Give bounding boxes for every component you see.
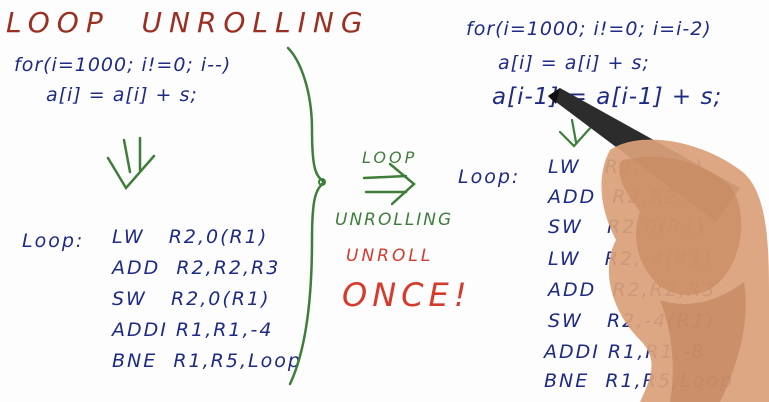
left-body-line: a[i] = a[i] + s; — [46, 84, 198, 106]
middle-once-word: ONCE! — [342, 276, 472, 314]
right-loop-label: Loop: — [458, 166, 521, 188]
middle-unroll-word: UNROLL — [346, 246, 434, 266]
left-asm-line: ADDI R1,R1,-4 — [112, 319, 274, 341]
left-asm-line: BNE R1,R5,Loop — [112, 350, 302, 372]
page-title: LOOP UNROLLING — [6, 6, 370, 39]
small-down-arrow-icon — [558, 118, 594, 148]
right-body-line-2: a[i-1] = a[i-1] + s; — [492, 84, 723, 110]
right-for-line: for(i=1000; i!=0; i=i-2) — [466, 18, 712, 40]
left-asm-line: SW R2,0(R1) — [112, 288, 271, 310]
hand-with-marker-icon — [548, 88, 769, 402]
brace-icon — [286, 46, 326, 386]
down-arrow-icon — [106, 136, 156, 191]
right-body-line-1: a[i] = a[i] + s; — [498, 52, 650, 74]
left-asm-line: ADD R2,R2,R3 — [112, 257, 281, 279]
middle-unrolling-word: UNROLLING — [335, 210, 454, 230]
left-for-line: for(i=1000; i!=0; i--) — [14, 54, 232, 76]
left-loop-label: Loop: — [22, 230, 85, 252]
double-arrow-icon — [362, 162, 416, 206]
middle-loop-word: LOOP — [362, 148, 418, 167]
left-asm-line: LW R2,0(R1) — [112, 226, 269, 248]
